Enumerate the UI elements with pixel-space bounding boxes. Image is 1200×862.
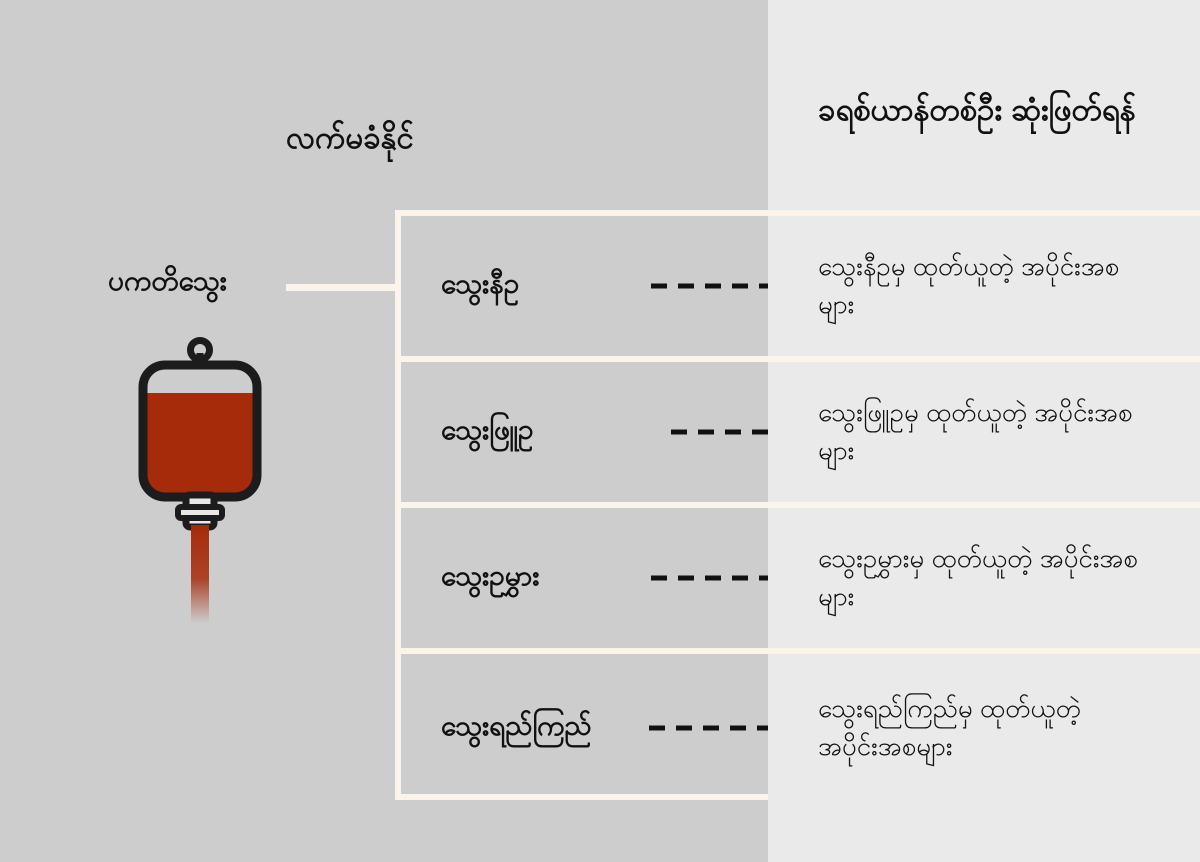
fractions-label: သွေးဖြူဥမှ ထုတ်ယူတဲ့ အပိုင်းအစများ [818, 397, 1133, 465]
table-row: သွေးဖြူဥ သွေးဖြူဥမှ ထုတ်ယူတဲ့ အပိုင်းအစမ… [401, 362, 1200, 508]
table-row: သွေးနီဥ သွေးနီဥမှ ထုတ်ယူတဲ့ အပိုင်းအစမျာ… [401, 216, 1200, 362]
blood-bag-icon [120, 335, 280, 625]
fractions-label: သွေးရည်ကြည်မှ ထုတ်ယူတဲ့ အပိုင်းအစများ [818, 692, 1081, 761]
dashed-connector-icon [651, 575, 799, 581]
dashed-connector-icon [651, 283, 799, 289]
table-row: သွေးရည်ကြည် သွေးရည်ကြည်မှ ထုတ်ယူတဲ့ အပို… [401, 654, 1200, 801]
fractions-cell: သွေးနီဥမှ ထုတ်ယူတဲ့ အပိုင်းအစများ [768, 216, 1200, 356]
component-cell: သွေးဖြူဥ [401, 362, 799, 502]
component-cell: သွေးနီဥ [401, 216, 799, 356]
fractions-label: သွေးနီဥမှ ထုတ်ယူတဲ့ အပိုင်းအစများ [818, 251, 1120, 319]
component-label: သွေးဖြူဥ [441, 414, 534, 445]
component-label: သွေးဥမွှား [441, 560, 540, 591]
dashed-connector-icon [649, 725, 799, 730]
heading-unacceptable: လက်မခံနိုင် [286, 120, 414, 155]
whole-blood-label: ပကတိသွေး [108, 265, 227, 296]
component-label: သွေးနီဥ [441, 268, 520, 299]
dashed-connector-icon [671, 429, 799, 435]
component-label: သွေးရည်ကြည် [441, 709, 592, 741]
blood-components-table: သွေးနီဥ သွေးနီဥမှ ထုတ်ယူတဲ့ အပိုင်းအစမျာ… [395, 210, 1200, 801]
table-row: သွေးဥမွှား သွေးဥမွှားမှ ထုတ်ယူတဲ့ အပိုင်… [401, 508, 1200, 654]
fractions-cell: သွေးဖြူဥမှ ထုတ်ယူတဲ့ အပိုင်းအစများ [768, 362, 1200, 502]
component-cell: သွေးဥမွှား [401, 508, 799, 648]
component-cell: သွေးရည်ကြည် [401, 654, 799, 801]
fractions-cell: သွေးရည်ကြည်မှ ထုတ်ယူတဲ့ အပိုင်းအစများ [768, 654, 1200, 801]
heading-personal-decision: ခရစ်ယာန်တစ်ဦး ဆုံးဖြတ်ရန် [818, 92, 1136, 127]
whole-blood-connector-line [286, 284, 398, 291]
fractions-cell: သွေးဥမွှားမှ ထုတ်ယူတဲ့ အပိုင်းအစများ [768, 508, 1200, 648]
fractions-label: သွေးဥမွှားမှ ထုတ်ယူတဲ့ အပိုင်းအစများ [818, 543, 1138, 611]
